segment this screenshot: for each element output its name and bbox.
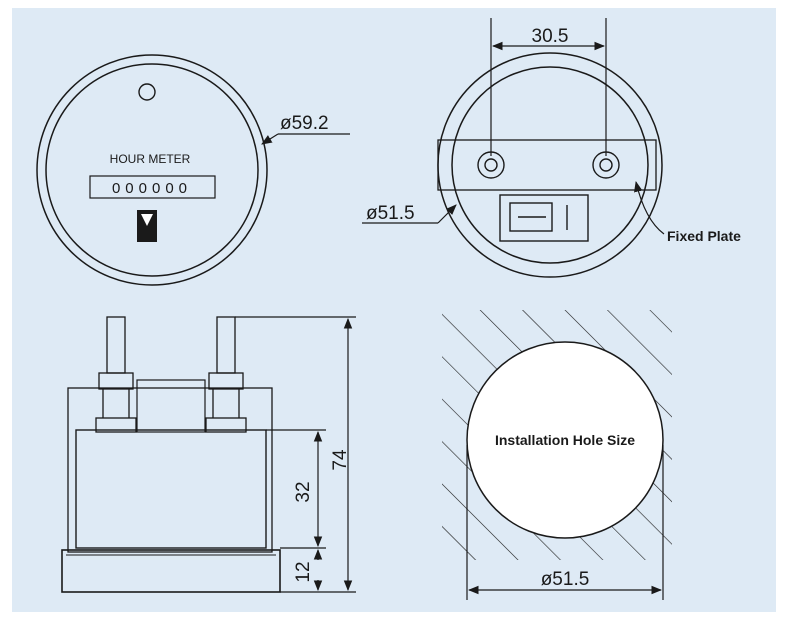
installation-hole xyxy=(466,341,664,539)
side-dimension-lines xyxy=(235,316,356,593)
left-terminal-stud xyxy=(95,316,137,433)
back-diameter-label: ø51.5 xyxy=(366,203,415,224)
back-inner-ring xyxy=(451,66,649,264)
fixed-plate xyxy=(437,139,657,191)
bezel-base xyxy=(61,549,281,593)
center-block xyxy=(136,379,206,433)
front-view xyxy=(36,54,268,286)
meter-body xyxy=(75,429,267,549)
front-diameter-label: ø59.2 xyxy=(280,113,329,134)
height-12-label: 12 xyxy=(293,561,314,582)
front-diameter-leader xyxy=(261,133,350,145)
installation-hole-view xyxy=(442,310,672,560)
hourglass-icon xyxy=(137,210,157,242)
right-terminal-stud xyxy=(205,316,247,433)
fixed-plate-label: Fixed Plate xyxy=(667,228,741,244)
side-view xyxy=(61,316,281,593)
back-width-dimension xyxy=(490,18,607,156)
counter-window xyxy=(89,175,216,199)
height-32-label: 32 xyxy=(293,481,314,502)
connector-socket xyxy=(499,194,589,242)
bracket-frame xyxy=(67,387,273,553)
counter-digits: 000000 xyxy=(112,180,192,197)
hour-meter-label: HOUR METER xyxy=(110,152,191,166)
hole-diameter-label: ø51.5 xyxy=(541,569,590,590)
height-74-label: 74 xyxy=(330,449,351,471)
installation-hole-label: Installation Hole Size xyxy=(495,432,635,448)
fixed-plate-leader xyxy=(634,180,665,235)
hole-diameter-dimension xyxy=(466,445,664,600)
front-outer-ring xyxy=(36,54,268,286)
mount-hole xyxy=(138,83,156,101)
back-view xyxy=(437,52,663,278)
front-inner-ring xyxy=(45,63,259,277)
back-width-label: 30.5 xyxy=(532,26,569,47)
back-diameter-leader xyxy=(362,204,457,224)
